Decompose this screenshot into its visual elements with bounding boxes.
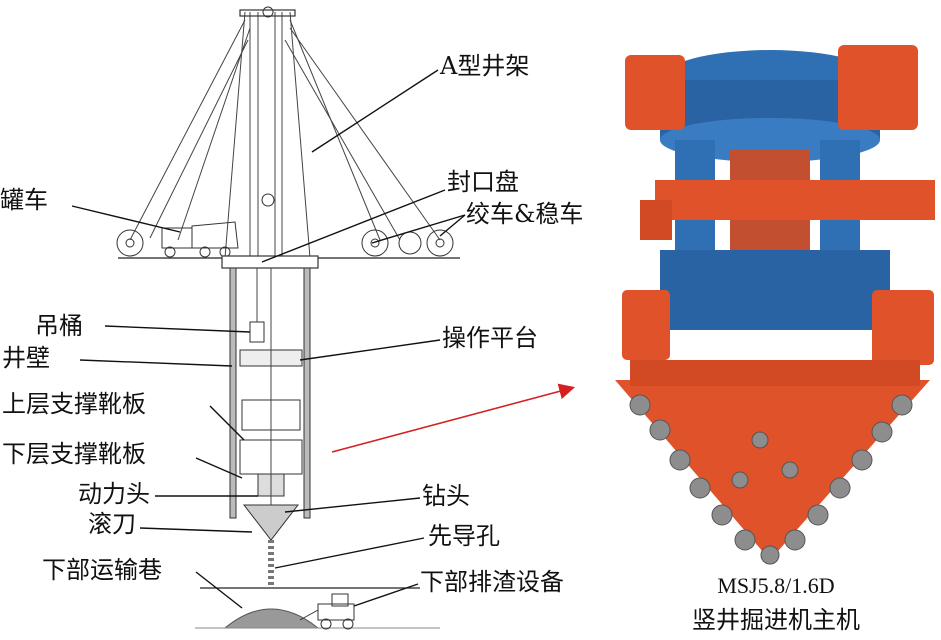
label-shaft-wall: 井壁 (2, 344, 50, 372)
label-roller-cutter: 滚刀 (88, 510, 136, 538)
leader-lines (71, 69, 466, 609)
a-frame-headframe (129, 6, 441, 259)
label-sealing-disk: 封口盘 (447, 168, 519, 196)
pointer-arrow (331, 383, 576, 453)
machine-photo (615, 45, 935, 565)
boring-machine-schematic (239, 268, 303, 541)
shaft-wall (229, 267, 311, 519)
machine-caption: MSJ5.8/1.6D 竖井掘进机主机 (692, 573, 860, 634)
caption-model: MSJ5.8/1.6D (717, 573, 834, 598)
loader-icon (299, 593, 355, 630)
label-tank-truck: 罐车 (0, 186, 48, 214)
label-lower-roadway: 下部运输巷 (42, 556, 162, 584)
shaft-schematic (116, 6, 460, 630)
label-a-frame: A型井架 (439, 52, 529, 80)
label-muck-equipment: 下部排渣设备 (420, 568, 564, 596)
caption-name: 竖井掘进机主机 (692, 606, 860, 634)
label-winch: 绞车&稳车 (466, 200, 583, 228)
label-drill-bit: 钻头 (422, 482, 470, 510)
bucket-icon (249, 321, 265, 343)
muck-pile (223, 608, 320, 629)
label-pilot-hole: 先导孔 (428, 522, 500, 550)
labels: A型井架 罐车 封口盘 绞车&稳车 吊桶 井壁 操作平台 上层支撑靴板 下层支撑… (0, 52, 583, 596)
label-power-head: 动力头 (78, 480, 150, 508)
label-platform: 操作平台 (442, 324, 538, 352)
sealing-disk (221, 255, 319, 269)
label-lower-shoe: 下层支撑靴板 (2, 440, 146, 468)
label-upper-shoe: 上层支撑靴板 (2, 390, 146, 418)
label-bucket: 吊桶 (35, 312, 83, 340)
